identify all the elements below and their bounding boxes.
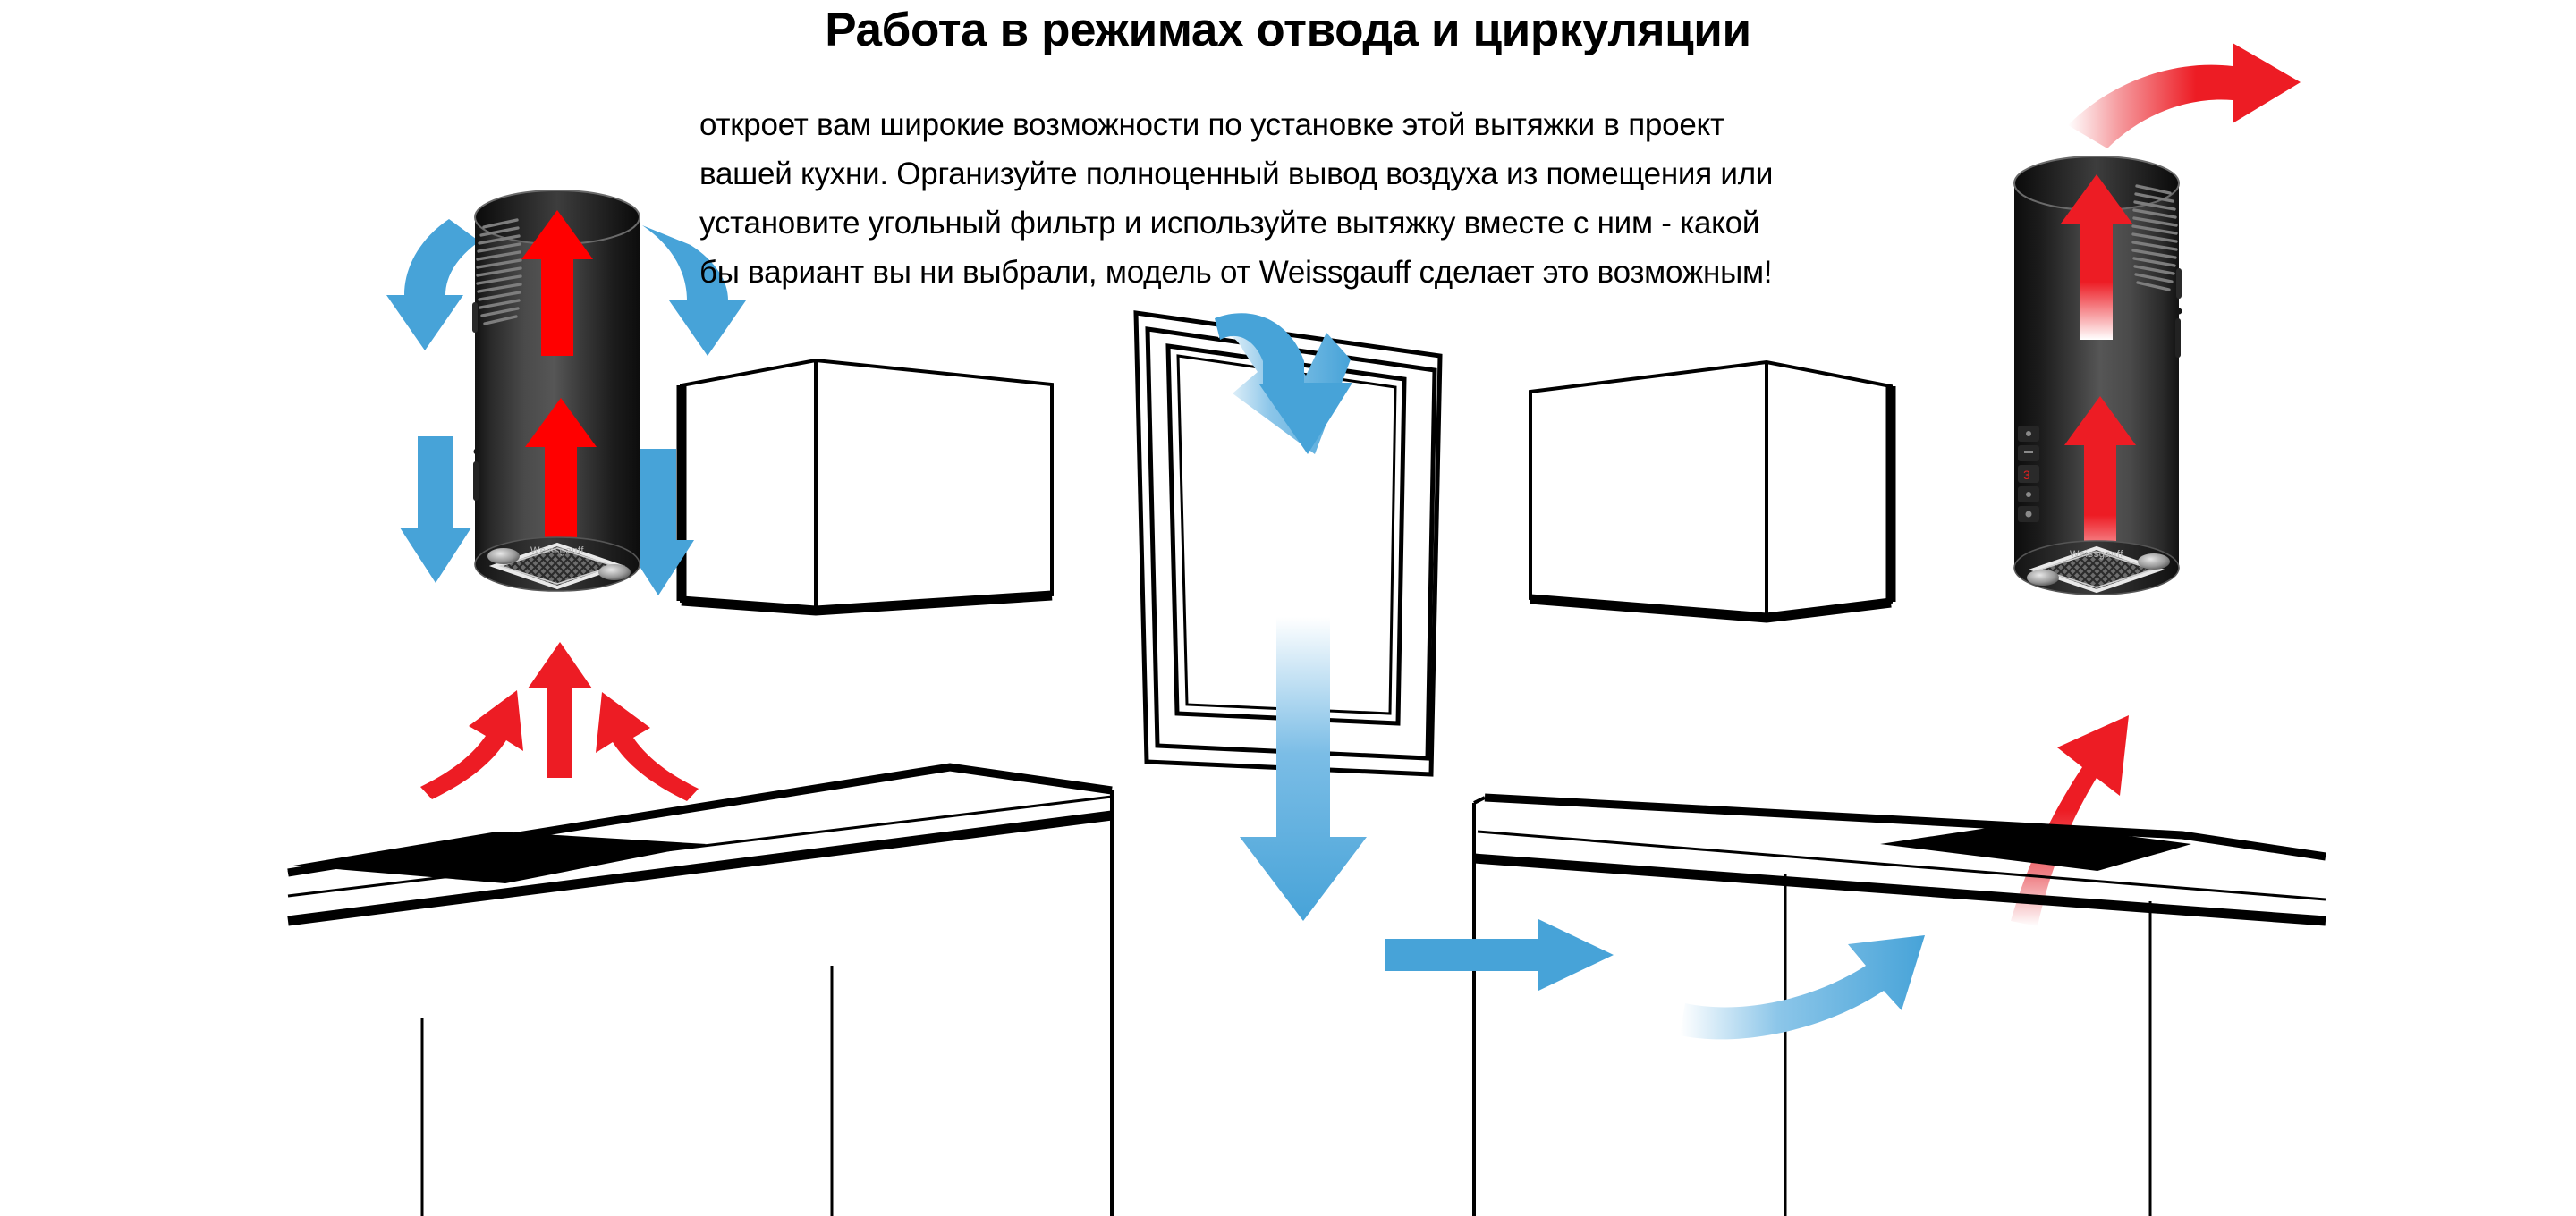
description-line-1: откроет вам широкие возможности по устан… [699, 107, 1724, 142]
left-hood-base: Weissgauff [474, 536, 640, 592]
right-hood: 3 [2013, 156, 2182, 595]
left-blue-arrow-top-left [386, 219, 479, 350]
left-red-arrow-left [420, 690, 523, 799]
window-open [1133, 310, 1443, 777]
right-hood-lamp-1 [2027, 570, 2059, 586]
right-hood-red-arrow-lower [2064, 396, 2136, 579]
left-hood-red-arrow-lower [525, 398, 597, 548]
right-hood-base: Weissgauff [2013, 540, 2180, 595]
left-blue-arrow-lower-right [623, 449, 694, 595]
left-hood-lamp-2 [598, 564, 631, 580]
right-red-riser-arrow [2011, 715, 2129, 926]
right-hood-speed-indicator: 3 [2023, 468, 2030, 482]
left-blue-arrow-top-right [642, 225, 746, 356]
right-wall-cabinet [1529, 359, 1896, 623]
window-blue-inflow-band [1215, 313, 1352, 454]
left-counter [287, 763, 1114, 1216]
right-hood-lamp-2 [2138, 553, 2170, 570]
right-hood-vent-slots [2131, 184, 2178, 291]
right-blue-arrow-1 [1385, 919, 1614, 991]
right-counter [1472, 793, 2326, 1216]
left-scene: Weissgauff [287, 190, 1114, 1216]
description-line-2: вашей кухни. Организуйте полноценный выв… [699, 156, 1774, 191]
left-hood: Weissgauff [472, 190, 640, 592]
left-hood-logo: Weissgauff [530, 545, 584, 556]
left-wall-cabinet [676, 358, 1054, 616]
middle-scene [1133, 310, 1896, 921]
description-paragraph: откроет вам широкие возможности по устан… [699, 100, 1970, 297]
right-blue-arrow-2 [1680, 935, 1925, 1040]
left-red-intake-arrows [420, 642, 699, 801]
left-hood-vent-slots [476, 218, 522, 325]
left-cooktop [293, 832, 707, 883]
left-hood-lamp-1 [487, 548, 520, 564]
left-blue-arrow-lower-left [400, 436, 471, 583]
right-hood-logo: Weissgauff [2070, 549, 2123, 560]
right-red-exhaust-arrow [2068, 43, 2301, 148]
left-hood-red-arrow-upper [521, 210, 593, 356]
right-hood-red-arrow-upper [2061, 174, 2132, 340]
description-line-3: установите угольный фильтр и используйте… [699, 206, 1760, 241]
left-red-arrow-right [596, 692, 699, 801]
right-hood-control-panel[interactable]: 3 [2018, 426, 2039, 522]
window-blue-outflow-arrow [1240, 617, 1367, 921]
description-line-4: бы вариант вы ни выбрали, модель от Weis… [699, 255, 1773, 290]
page-title: Работа в режимах отвода и циркуляции [825, 4, 1751, 56]
left-red-arrow-center [528, 642, 592, 778]
right-scene: 3 [1385, 43, 2326, 1216]
